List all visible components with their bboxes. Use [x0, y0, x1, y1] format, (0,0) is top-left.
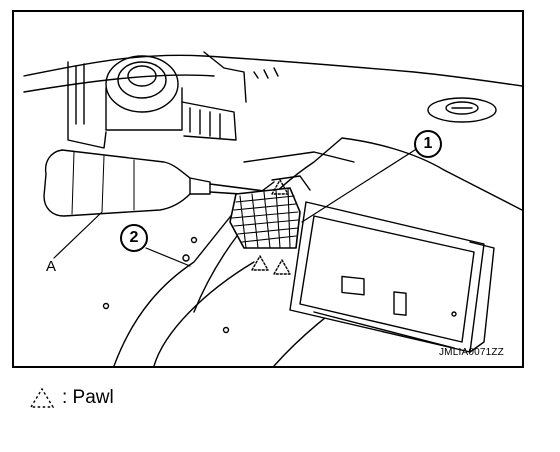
- console-outline: [193, 137, 522, 313]
- figure-frame: 1 2 A JMLIA0071ZZ: [12, 10, 524, 368]
- figure-code: JMLIA0071ZZ: [438, 347, 504, 358]
- callout-2: 2: [120, 224, 148, 252]
- pawl-bracket: [229, 175, 311, 249]
- dashboard-edge: [23, 54, 522, 87]
- callout-a: A: [46, 258, 57, 275]
- callout-1: 1: [414, 130, 442, 158]
- vent-circle: [427, 97, 497, 123]
- removal-illustration: [23, 51, 522, 366]
- dashed-triangle-icon: [29, 387, 55, 408]
- control-unit: [289, 201, 495, 353]
- screw-markers: [102, 236, 457, 334]
- shifter-assembly: [67, 51, 279, 149]
- legend: : Pawl: [28, 386, 114, 410]
- legend-label: : Pawl: [62, 387, 114, 408]
- pawl-markers: [251, 179, 291, 275]
- leader-lines: [53, 147, 419, 267]
